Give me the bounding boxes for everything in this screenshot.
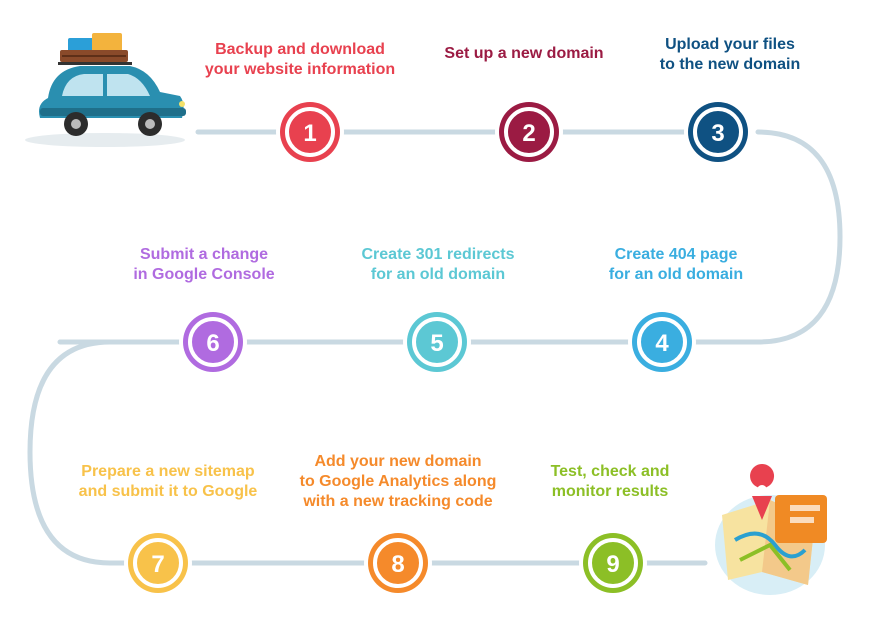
step-number: 6 [206, 330, 219, 357]
step-node-inner-ring [637, 317, 687, 367]
step-node-3: 3 [684, 98, 752, 166]
step-node-inner-ring [504, 107, 554, 157]
step-label-line: to Google Analytics along [299, 473, 497, 490]
step-node-2: 2 [495, 98, 563, 166]
step-label-line: for an old domain [608, 266, 744, 283]
step-number: 4 [655, 330, 669, 357]
step-node-8: 8 [364, 529, 432, 597]
step-label-7: Prepare a new sitemap and submit it to Go… [48, 462, 288, 502]
step-number: 2 [522, 120, 535, 147]
step-label-line: Set up a new domain [444, 45, 604, 62]
step-node-inner-ring [373, 538, 423, 588]
step-label-line: in Google Console [133, 266, 275, 283]
step-label-line: Add your new domain [314, 453, 482, 470]
road-segment [27, 339, 708, 566]
step-node-4: 4 [628, 308, 696, 376]
step-node-inner-ring [285, 107, 335, 157]
step-label-1: Backup and download your website informat… [180, 40, 420, 80]
step-label-line: with a new tracking code [303, 493, 493, 510]
step-label-2: Set up a new domain [404, 44, 644, 64]
step-label-line: your website information [204, 61, 396, 78]
step-node-1: 1 [276, 98, 344, 166]
step-label-line: for an old domain [370, 266, 506, 283]
step-label-line: to the new domain [659, 56, 801, 73]
step-number: 1 [303, 120, 316, 147]
step-label-9: Test, check and monitor results [490, 462, 730, 502]
step-node-inner-ring [588, 538, 638, 588]
step-label-line: and submit it to Google [78, 483, 258, 500]
step-label-line: Create 301 redirects [361, 246, 515, 263]
step-node-inner-ring [133, 538, 183, 588]
road-segment [57, 129, 843, 345]
step-label-line: Create 404 page [614, 246, 738, 263]
step-label-line: monitor results [551, 483, 669, 500]
step-node-inner-ring [412, 317, 462, 367]
step-number: 9 [606, 551, 619, 578]
step-node-inner-ring [693, 107, 743, 157]
car-with-luggage-icon [25, 33, 186, 147]
step-label-line: Backup and download [215, 41, 385, 58]
step-label-line: Upload your files [665, 36, 795, 53]
step-node-inner-ring [188, 317, 238, 367]
step-label-5: Create 301 redirects for an old domain [318, 245, 558, 285]
step-node-5: 5 [403, 308, 471, 376]
step-label-3: Upload your files to the new domain [610, 35, 850, 75]
step-number: 8 [391, 551, 404, 578]
step-node-7: 7 [124, 529, 192, 597]
step-node-9: 9 [579, 529, 647, 597]
step-node-6: 6 [179, 308, 247, 376]
step-label-line: Prepare a new sitemap [81, 463, 255, 480]
step-number: 7 [151, 551, 164, 578]
step-number: 3 [711, 120, 724, 147]
step-label-line: Submit a change [139, 246, 269, 263]
step-label-6: Submit a change in Google Console [84, 245, 324, 285]
step-label-line: Test, check and [550, 463, 670, 480]
step-label-4: Create 404 page for an old domain [556, 245, 796, 285]
map-with-pin-icon [715, 464, 827, 595]
step-label-8: Add your new domain to Google Analytics a… [278, 452, 518, 512]
step-number: 5 [430, 330, 443, 357]
